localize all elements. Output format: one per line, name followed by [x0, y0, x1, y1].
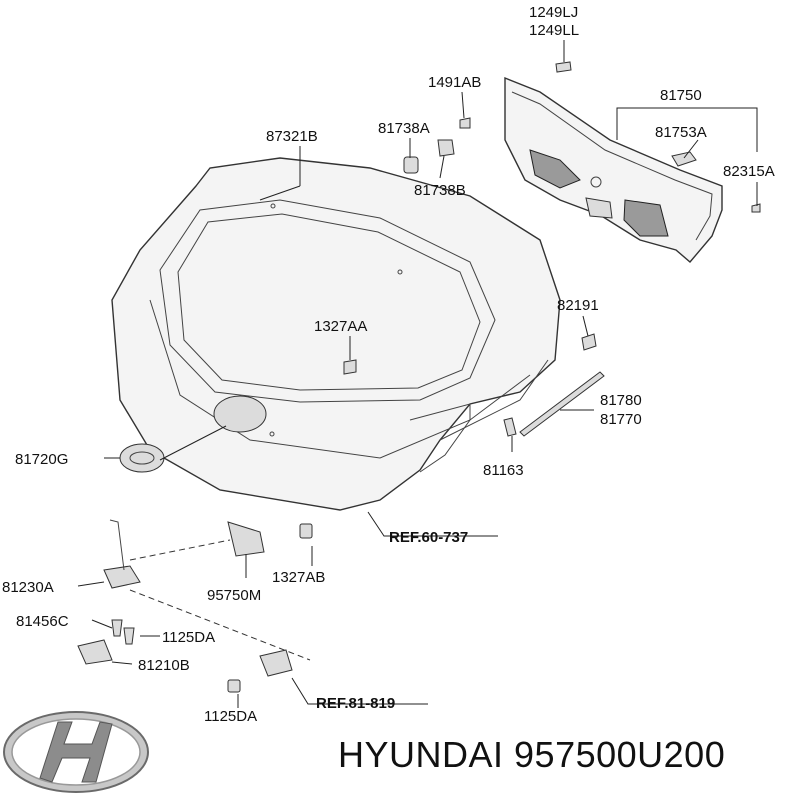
label-81163: 81163	[483, 462, 524, 479]
label-81770: 81770	[600, 411, 642, 428]
label-1249ll: 1249LL	[529, 22, 579, 39]
label-81720g: 81720G	[15, 451, 68, 468]
label-81738a: 81738A	[378, 120, 430, 137]
label-81210b: 81210B	[138, 657, 190, 674]
label-82315a: 82315A	[723, 163, 775, 180]
label-81753a: 81753A	[655, 124, 707, 141]
label-81456c: 81456C	[16, 613, 69, 630]
leader-lines	[77, 40, 758, 708]
part-number-caption: HYUNDAI 957500U200	[338, 734, 726, 775]
tailgate-panel	[111, 157, 561, 511]
label-82191: 82191	[557, 297, 599, 314]
label-95750m: 95750M	[207, 587, 261, 604]
label-1249lj: 1249LJ	[529, 4, 578, 21]
label-1491ab: 1491AB	[428, 74, 481, 91]
label-1327aa: 1327AA	[314, 318, 367, 335]
label-81230a: 81230A	[2, 579, 54, 596]
label-81750: 81750	[660, 87, 702, 104]
part-labels: 1249LJ 1249LL 1491AB 81750 87321B 81738A…	[2, 4, 775, 725]
label-81780: 81780	[600, 392, 642, 409]
label-1125da-upper: 1125DA	[162, 629, 215, 646]
label-ref-60-737: REF.60-737	[389, 529, 468, 546]
label-1327ab: 1327AB	[272, 569, 325, 586]
small-parts	[77, 61, 761, 693]
label-87321b: 87321B	[266, 128, 318, 145]
tailgate-trim-panel	[504, 76, 723, 263]
label-1125da-lower: 1125DA	[204, 708, 257, 725]
label-81738b: 81738B	[414, 182, 466, 199]
label-ref-81-819: REF.81-819	[316, 695, 395, 712]
hyundai-logo-icon	[3, 711, 149, 793]
